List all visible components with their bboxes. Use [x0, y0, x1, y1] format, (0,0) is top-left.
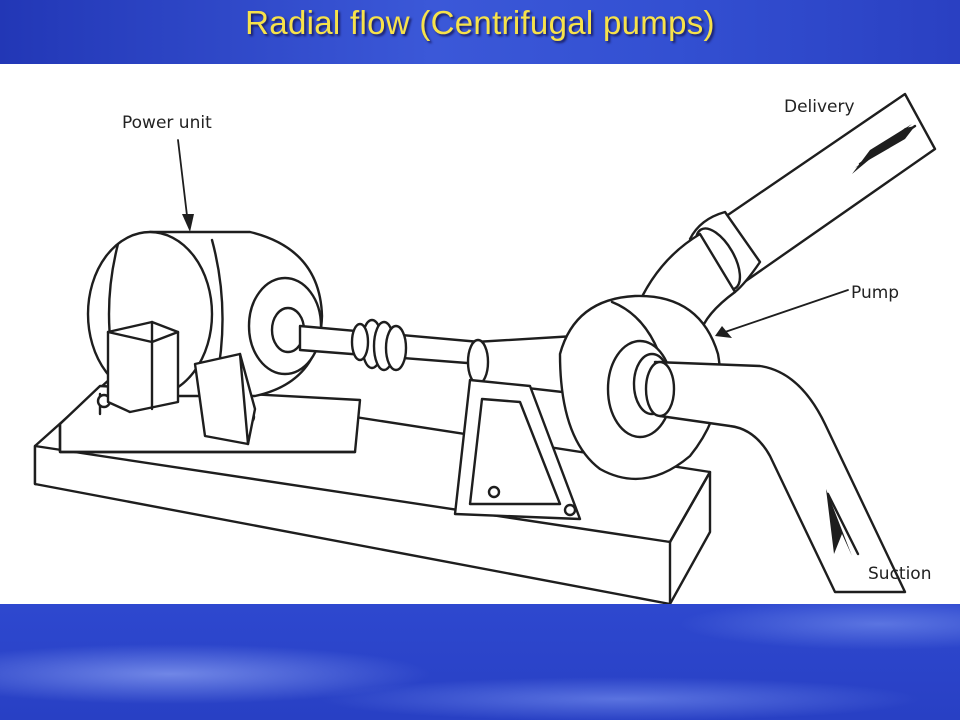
- shaft-coupling: [298, 318, 482, 372]
- footer-band: [0, 604, 960, 720]
- bearing-housing: [453, 334, 582, 521]
- power-unit-label: Power unit: [122, 113, 212, 133]
- slide-header: Radial flow (Centrifugal pumps): [0, 0, 960, 64]
- delivery-label: Delivery: [784, 97, 855, 117]
- pump-drawing: Power unit Delivery Pump Suction: [33, 92, 937, 604]
- label-leaders: [177, 139, 849, 338]
- slide-title: Radial flow (Centrifugal pumps): [245, 4, 715, 41]
- suction-arrow: [826, 489, 860, 556]
- pump-label: Pump: [851, 283, 899, 303]
- delivery-arrow: [852, 124, 917, 174]
- suction-label: Suction: [868, 564, 931, 584]
- pump-diagram: Power unit Delivery Pump Suction: [0, 64, 960, 604]
